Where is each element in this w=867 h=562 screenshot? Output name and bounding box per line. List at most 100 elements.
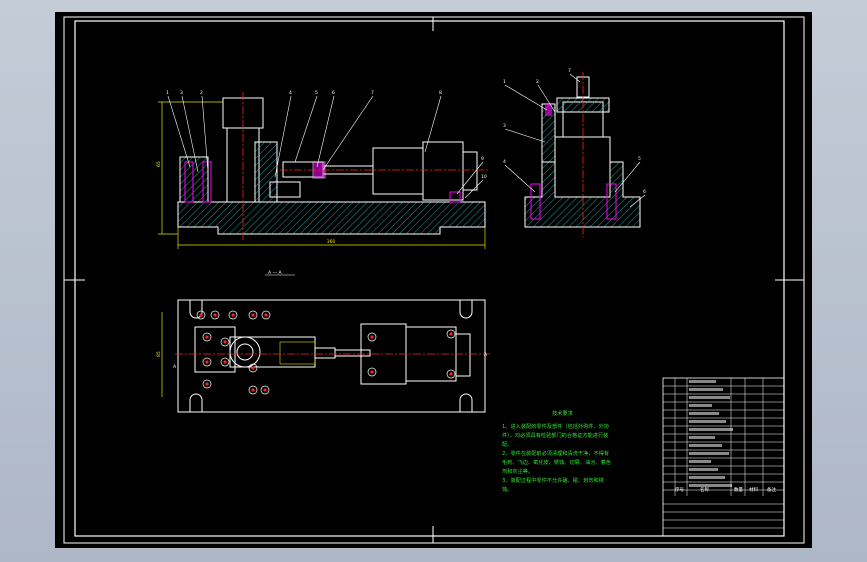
bolt-hole: [220, 337, 230, 347]
note-line-5: 毛刺、飞边、氧化皮、锈蚀、切屑、油污、着色: [502, 458, 611, 466]
tb-row-text: [689, 412, 719, 415]
tb-header-no: 序号: [675, 486, 684, 493]
bolt-hole-center: [205, 360, 209, 364]
bolt-hole: [220, 357, 230, 367]
side-balloon-5-leader: [614, 161, 641, 193]
front-balloon-10: 10: [481, 174, 487, 180]
dim-top-height: 85: [156, 351, 162, 357]
bolt-hole-center: [449, 332, 453, 336]
side-balloon-4-leader: [504, 164, 536, 193]
front-balloon-5: 5: [315, 90, 318, 96]
bolt-hole: [248, 385, 258, 395]
inner-frame: [74, 20, 785, 537]
tb-row-text: [689, 428, 733, 431]
slider: [269, 181, 301, 198]
section-mark-right: A: [484, 352, 488, 358]
centering-marks: [64, 17, 804, 543]
side-balloon-7: 7: [568, 68, 571, 74]
bolt-hole: [210, 310, 220, 320]
bolt-3: [449, 191, 461, 203]
bolt-hole: [446, 329, 456, 339]
tb-row-text: [689, 444, 722, 447]
bolt-1: [184, 161, 194, 203]
tb-row-text: [689, 436, 715, 439]
side-balloon-2-leader: [537, 84, 556, 113]
front-balloon-1-leader: [167, 95, 191, 168]
tb-row-text: [689, 460, 711, 463]
bolt-hole: [202, 379, 212, 389]
front-balloon-8: 8: [439, 90, 442, 96]
front-balloon-4: 4: [289, 90, 292, 96]
technical-notes: 技术要求 1、进入装配的零件及部件（包括外购件、外协 件），均必须具有检验部门的…: [502, 409, 611, 493]
front-balloon-7: 7: [371, 90, 374, 96]
side-balloon-1-leader: [504, 84, 548, 111]
cylinder-front-cap: [372, 147, 424, 195]
front-balloon-10-leader: [464, 179, 484, 199]
bolt-hole: [202, 357, 212, 367]
top-view: 85 A A: [156, 299, 490, 413]
tb-row-text: [689, 452, 729, 455]
front-balloon-4-leader: [274, 95, 292, 178]
top-hole-group: [196, 310, 456, 395]
tb-header-qty: 数量: [734, 486, 743, 493]
bolt-hole: [261, 310, 271, 320]
tb-row-text: [689, 396, 730, 399]
base-plate: [177, 201, 486, 235]
top-rod: [334, 349, 371, 357]
tb-row-text: [689, 380, 716, 383]
top-lever: [229, 336, 316, 368]
front-balloon-2: 2: [200, 90, 203, 96]
tb-header-remark: 备注: [767, 486, 776, 493]
side-balloon-5: 5: [638, 156, 641, 162]
side-balloon-7-leader: [569, 73, 581, 83]
front-balloon-9-leader: [456, 161, 484, 195]
tb-row-text: [689, 468, 718, 471]
bolt-hole: [446, 369, 456, 379]
v-block: [254, 141, 278, 203]
left-support-block: [179, 156, 209, 203]
outer-frame: [63, 16, 805, 544]
tb-row-text: [689, 484, 732, 487]
tb-header-material: 材料: [749, 486, 758, 493]
front-balloon-6-leader: [316, 95, 335, 168]
note-line-6: 剂和灰尘等。: [502, 467, 533, 475]
note-line-3: 配。: [502, 441, 512, 448]
bolt-hole-center: [264, 313, 268, 317]
tb-header-name: 名称: [700, 486, 709, 493]
note-line-4: 2、零件在装配前必须清理和清洗干净，不得有: [502, 449, 609, 457]
bolt-hole: [196, 310, 206, 320]
bolt-hole: [248, 310, 258, 320]
side-balloon-1: 1: [503, 79, 506, 85]
title-block: 序号 名称 数量 材料 备注: [662, 377, 785, 537]
section-mark-left: A: [173, 364, 177, 370]
dim-front-height: 65: [156, 161, 162, 167]
bolt-hole-center: [251, 388, 255, 392]
bolt-hole: [260, 385, 270, 395]
bolt-hole-center: [251, 313, 255, 317]
note-line-7: 3、装配过程中零件不允许磕、碰、划伤和锈: [502, 476, 604, 484]
side-balloon-6-leader: [629, 194, 646, 208]
bolt-hole-center: [370, 335, 374, 339]
bolt-hole-center: [370, 370, 374, 374]
dim-overall-length: 360: [327, 239, 336, 245]
cylinder-rear-cap: [462, 151, 478, 191]
notes-title: 技术要求: [552, 409, 574, 417]
bolt-hole: [202, 332, 212, 342]
side-bore: [554, 136, 611, 198]
front-balloon-2-leader: [201, 95, 209, 173]
section-label: A — A: [268, 270, 282, 276]
front-balloon-6: 6: [332, 90, 335, 96]
bolt-hole-center: [205, 335, 209, 339]
bolt-hole-center: [251, 366, 255, 370]
tb-row-text: [689, 420, 726, 423]
tb-row-text: [689, 388, 723, 391]
bolt-hole: [228, 310, 238, 320]
front-balloon-1: 1: [166, 90, 169, 96]
front-balloon-8-leader: [424, 95, 442, 153]
bolt-hole: [367, 367, 377, 377]
